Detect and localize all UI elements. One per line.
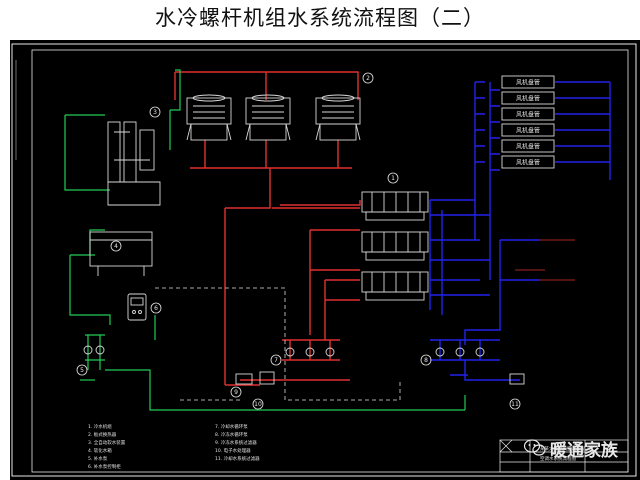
legend-item: 3. 全自动软水装置 [88, 439, 126, 446]
callout-number: 4 [114, 243, 118, 250]
fan-coil-unit: 风机盘管 [501, 139, 555, 153]
callout-11: 11 [509, 398, 521, 410]
cooling-tower-3 [315, 94, 361, 141]
fan-coil-label: 风机盘管 [516, 95, 540, 103]
fan-coil-unit: 风机盘管 [501, 155, 555, 169]
legend-item: 7. 冷却水循环泵 [215, 423, 248, 430]
callout-number: 7 [274, 357, 278, 364]
drawing-frame [11, 43, 637, 477]
fan-coil-unit: 风机盘管 [501, 75, 555, 89]
callout-8: 8 [420, 354, 432, 366]
callout-5: 5 [76, 364, 88, 376]
cooling-water-pumps [285, 347, 335, 357]
makeup-pump-control-cabinet [127, 293, 147, 321]
callout-10: 10 [252, 398, 264, 410]
chilled-water-pumps [435, 347, 485, 357]
cooling-tower-2 [245, 94, 291, 141]
callout-number: 1 [391, 175, 395, 182]
soft-water-tank [89, 231, 153, 276]
callout-number: 3 [153, 109, 157, 116]
makeup-pumps [83, 345, 105, 355]
callout-number: 9 [234, 389, 238, 396]
title-block-line2: 空调水系统流程图 [540, 455, 576, 462]
fan-coil-unit: 风机盘管 [501, 91, 555, 105]
legend-item: 9. 冷冻水系统过滤器 [215, 439, 257, 446]
chiller-3 [361, 271, 429, 301]
fan-coil-unit: 风机盘管 [501, 123, 555, 137]
callout-number: 5 [80, 367, 84, 374]
callout-number: 8 [424, 357, 428, 364]
cooling-tower-1 [186, 94, 232, 141]
water-softener [107, 121, 161, 206]
callout-4: 4 [110, 240, 122, 252]
page-title: 水冷螺杆机组水系统流程图（二） [155, 6, 485, 30]
chiller-units [361, 191, 429, 301]
wechat-icon [524, 439, 546, 456]
callout-number: 11 [511, 401, 519, 408]
inner-frame [31, 49, 629, 473]
ahu-branch-labels [515, 239, 575, 281]
callout-7: 7 [270, 354, 282, 366]
chiller-1 [361, 191, 429, 221]
title-block-line1: 某某大厦中央空调工程 [540, 445, 585, 452]
legend-item: 11. 冷却水系统过滤器 [215, 455, 260, 462]
title-block [499, 439, 629, 473]
callout-3: 3 [149, 106, 161, 118]
cooling-towers [186, 94, 361, 141]
watermark-text: 暖通家族 [550, 440, 618, 461]
legend-item: 2. 板式换热器 [88, 431, 117, 438]
cooling-water-piping [174, 71, 361, 386]
legend-item: 6. 补水泵控制柜 [88, 463, 121, 470]
fan-coil-label: 风机盘管 [516, 111, 540, 119]
callout-6: 6 [150, 302, 162, 314]
fan-coil-label: 风机盘管 [516, 79, 540, 87]
equipment-callouts: 1 2 3 4 5 6 7 8 9 10 11 [76, 72, 521, 410]
watermark: 暖通家族 [524, 436, 640, 461]
chilled-water-piping [429, 81, 611, 381]
fan-coil-label: 风机盘管 [516, 127, 540, 135]
callout-2: 2 [362, 72, 374, 84]
chiller-2 [361, 231, 429, 261]
filters-and-water-treatment [235, 371, 525, 385]
legend-item: 10. 电子水处理器 [215, 447, 251, 454]
legend-item: 1. 冷水机组 [88, 423, 112, 430]
fan-coil-label: 风机盘管 [516, 159, 540, 167]
fan-coil-label: 风机盘管 [516, 143, 540, 151]
callout-number: 2 [366, 75, 370, 82]
makeup-water-piping [64, 69, 466, 411]
legend-item: 4. 软化水箱 [88, 447, 112, 454]
callout-1: 1 [387, 172, 399, 184]
legend-item: 5. 补水泵 [88, 455, 108, 462]
fan-coil-unit: 风机盘管 [501, 107, 555, 121]
callout-number: 10 [254, 401, 262, 408]
legend-item: 8. 冷冻水循环泵 [215, 431, 248, 438]
callout-9: 9 [230, 386, 242, 398]
control-wiring [155, 287, 401, 401]
callout-number: 6 [154, 305, 158, 312]
